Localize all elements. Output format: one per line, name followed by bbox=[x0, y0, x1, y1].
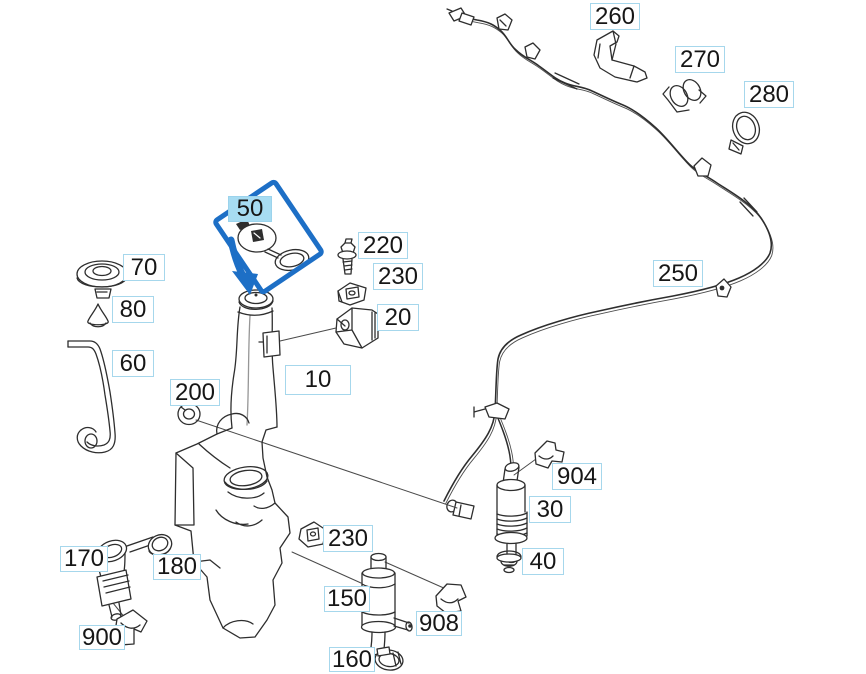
part-label-900[interactable]: 900 bbox=[79, 624, 125, 651]
hose-clip-icon bbox=[496, 13, 758, 298]
hose-assembly-250-drawing bbox=[443, 7, 774, 520]
hose-top-connector bbox=[446, 7, 475, 26]
reservoir-10-drawing bbox=[174, 289, 291, 639]
elbow-908-drawing bbox=[435, 583, 467, 614]
part-label-50[interactable]: 50 bbox=[228, 195, 272, 222]
bracket-260-drawing bbox=[593, 30, 648, 83]
part-label-80[interactable]: 80 bbox=[112, 296, 154, 323]
part-label-230-top[interactable]: 230 bbox=[373, 263, 423, 290]
part-label-904[interactable]: 904 bbox=[552, 463, 602, 490]
elbow-904-drawing bbox=[534, 440, 565, 469]
part-label-270[interactable]: 270 bbox=[675, 46, 725, 73]
part-label-260[interactable]: 260 bbox=[590, 3, 640, 30]
part-label-30[interactable]: 30 bbox=[529, 496, 571, 523]
highlight-arrow bbox=[227, 236, 258, 295]
clamp-280-drawing bbox=[728, 111, 761, 155]
part-label-150[interactable]: 150 bbox=[324, 585, 370, 612]
grommet-40-drawing bbox=[496, 550, 522, 574]
clipnut-230-top-drawing bbox=[337, 282, 367, 306]
sensor-170-drawing bbox=[96, 536, 157, 621]
bracket-60-drawing bbox=[67, 340, 116, 454]
part-label-40[interactable]: 40 bbox=[522, 548, 564, 575]
cap-50-drawing bbox=[236, 219, 310, 272]
screw-220-drawing bbox=[337, 238, 357, 275]
part-label-180[interactable]: 180 bbox=[153, 553, 201, 580]
bracket-20-drawing bbox=[335, 307, 379, 349]
grommet-80-drawing bbox=[87, 303, 109, 328]
part-label-60[interactable]: 60 bbox=[112, 350, 154, 377]
hose-end-connector bbox=[446, 499, 475, 520]
clamp-160-drawing bbox=[374, 646, 404, 671]
part-label-20[interactable]: 20 bbox=[377, 304, 419, 331]
part-label-230-bottom[interactable]: 230 bbox=[323, 525, 373, 552]
part-label-220[interactable]: 220 bbox=[358, 232, 408, 259]
clip-270-drawing bbox=[662, 79, 707, 113]
part-label-70[interactable]: 70 bbox=[123, 254, 165, 281]
cap-70-drawing bbox=[76, 260, 128, 299]
part-label-170[interactable]: 170 bbox=[60, 545, 108, 572]
part-label-200[interactable]: 200 bbox=[170, 379, 220, 406]
clipnut-230-bottom-drawing bbox=[298, 521, 327, 548]
pump-150-drawing bbox=[360, 552, 413, 663]
pump-30-drawing bbox=[494, 462, 528, 564]
part-label-160[interactable]: 160 bbox=[329, 646, 375, 673]
part-label-280[interactable]: 280 bbox=[744, 81, 794, 108]
part-label-250[interactable]: 250 bbox=[653, 260, 703, 287]
part-label-10[interactable]: 10 bbox=[285, 365, 351, 395]
part-label-908[interactable]: 908 bbox=[416, 610, 462, 637]
